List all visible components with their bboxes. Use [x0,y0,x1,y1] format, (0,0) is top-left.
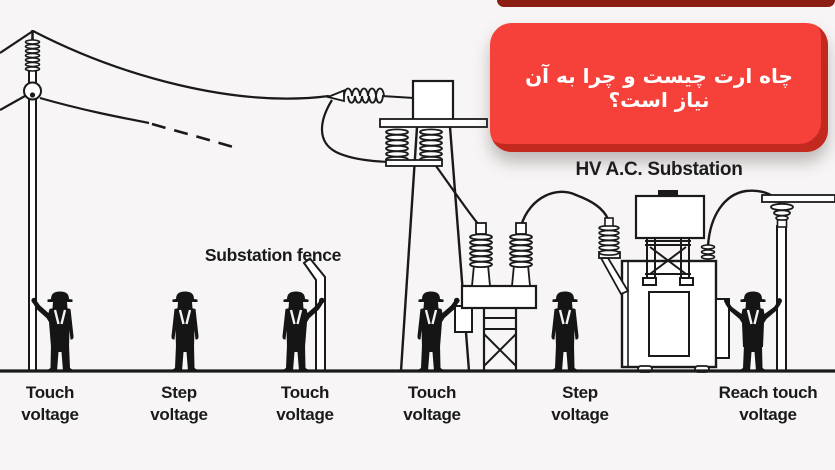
lv-bushing-right [700,244,716,262]
voltage-label-3: Touch voltage [235,382,375,426]
pole-bracket [23,81,42,101]
utility-pole-left [23,30,42,372]
transformer [597,190,730,373]
voltage-label-line1: Touch [25,383,75,402]
gantry-to-breaker-wire [435,165,480,226]
voltage-label-line2: voltage [403,405,461,424]
worker-reach-touch [724,292,782,372]
voltage-label-line1: Step [161,383,197,402]
coil-to-pole-lead [381,95,415,99]
wire-clamp [325,89,345,103]
voltage-label-4: Touch voltage [362,382,502,426]
conservator-tank [634,194,706,240]
disc-insulator [508,232,534,269]
voltage-label-line1: Reach touch [718,383,818,402]
conservator-cap [658,190,678,197]
voltage-label-line2: voltage [739,405,797,424]
voltage-label-line2: voltage [21,405,79,424]
breaker-body [460,284,538,310]
drop-wire [320,99,397,164]
pole-right [761,194,835,372]
breaker-to-transformer-wire [519,190,610,227]
pin-insulator [770,202,794,228]
disc-insulator [468,232,494,269]
insulator-bottom-bar [385,159,443,167]
top-edge-strip [497,0,835,7]
voltage-label-line1: Touch [280,383,330,402]
worker-touch-breaker [417,292,460,372]
hv-bushing-left [597,217,630,296]
line-to-left-edge [0,30,34,54]
conservator-lattice [642,238,694,286]
disc-insulator [418,127,444,164]
voltage-label-line2: voltage [276,405,334,424]
voltage-label-1: Touch voltage [0,382,120,426]
voltage-label-line2: voltage [551,405,609,424]
breaker-control-box [454,305,473,333]
lower-line-to-left-edge [0,95,26,111]
pole-top-insulator [24,36,41,73]
worker-step-voltage-left [171,292,200,372]
right-crossarm [761,194,835,203]
dashed-continuation-wire [151,122,234,149]
caption-banner: چاه ارت چیست و چرا به آن نیاز است؟ [490,23,828,152]
voltage-label-2: Step voltage [109,382,249,426]
worker-touch-pole [31,292,74,372]
side-radiator [715,298,730,359]
voltage-label-line1: Touch [407,383,457,402]
lower-span-wire [39,96,150,125]
gantry-crossarm [379,118,488,128]
disc-insulator [384,127,410,164]
voltage-label-line1: Step [562,383,598,402]
voltage-label-5: Step voltage [510,382,650,426]
caption-banner-text: چاه ارت چیست و چرا به آن نیاز است؟ [525,63,793,112]
circuit-breaker [454,222,538,371]
substation-fence-label: Substation fence [204,245,342,265]
voltage-label-line2: voltage [150,405,208,424]
sagging-span-wire [32,30,330,100]
hv-substation-label: HV A.C. Substation [575,159,743,180]
worker-step-voltage-right [551,292,580,372]
gantry-top-box [411,79,455,123]
strain-coil [325,87,385,104]
voltage-label-6: Reach touch voltage [698,382,835,426]
radiator-panel [648,291,690,357]
